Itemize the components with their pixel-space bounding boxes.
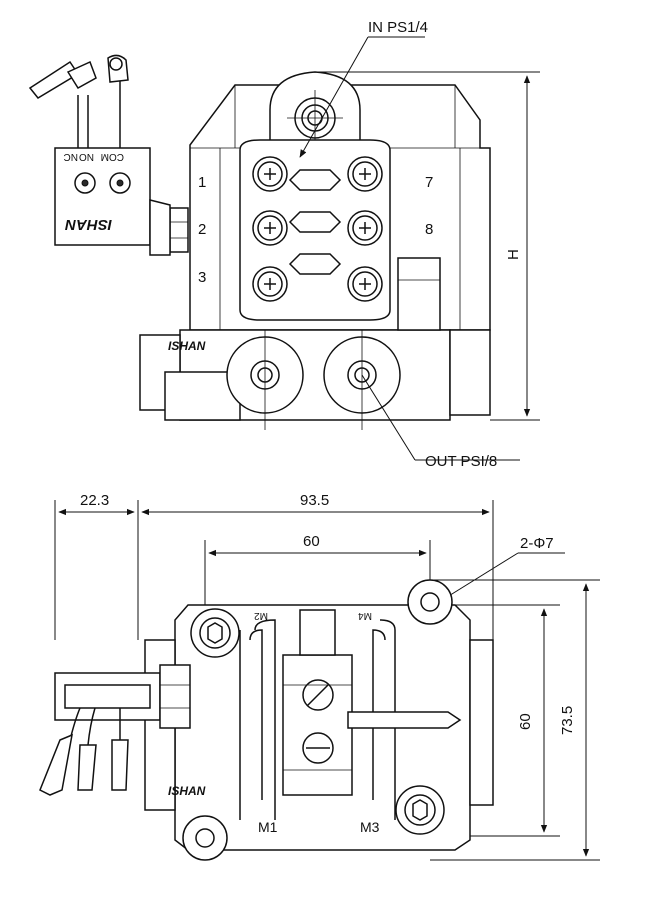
right-tube-stub	[469, 639, 494, 806]
port-label-8: 8	[425, 221, 433, 238]
screw-3	[252, 266, 288, 302]
mount-label-m4: M4	[358, 610, 372, 621]
pressure-switch: NC NO COM ISHAN	[54, 147, 171, 256]
screw-2	[252, 210, 288, 246]
screw-4	[347, 156, 383, 192]
bottom-view: 22.3 93.5 60 2-Φ7 60 73.5	[39, 492, 600, 861]
top-view: 1 2 3 7 8 NC NO COM ISHAN	[28, 19, 540, 470]
dim-left-label: 22.3	[80, 492, 109, 509]
center-block	[282, 654, 353, 796]
port-label-3: 3	[198, 269, 206, 286]
out-port-label: OUT PSI/8	[425, 453, 497, 470]
out-leader	[361, 374, 416, 461]
screw-1	[252, 156, 288, 192]
dim-vertical-inner-label: 60	[517, 713, 534, 730]
height-label: H	[505, 249, 522, 260]
mount-hole-bottom-left	[182, 815, 228, 861]
switch-label-nc: NC	[64, 151, 78, 162]
lower-brand: ISHAN	[168, 339, 206, 353]
mount-label-m3: M3	[360, 819, 380, 835]
port-label-2: 2	[198, 221, 206, 238]
right-cylinder	[397, 257, 441, 331]
right-tube-fitting	[449, 329, 491, 416]
switch-label-no: NO	[79, 151, 94, 162]
base-brand: ISHAN	[168, 784, 206, 798]
port-label-7: 7	[425, 174, 433, 191]
slide-handle	[347, 711, 462, 729]
mount-label-m2: M2	[254, 610, 268, 621]
plug-bottom-right	[395, 785, 445, 835]
switch-label-com: COM	[101, 151, 124, 162]
center-screw-top	[302, 679, 334, 711]
screw-5	[347, 210, 383, 246]
side-fitting	[169, 207, 189, 253]
switch-brand: ISHAN	[64, 216, 112, 233]
center-screw-bottom	[302, 732, 334, 764]
mount-label-m1: M1	[258, 819, 278, 835]
wire-connectors	[28, 54, 129, 148]
mount-hole-top-right	[407, 579, 453, 625]
hole-callout-label: 2-Φ7	[520, 535, 554, 552]
dim-hole-spacing-label: 60	[303, 533, 320, 550]
plug-top-left	[190, 608, 240, 658]
dim-vertical-outer-label: 73.5	[559, 706, 576, 735]
screw-6	[347, 266, 383, 302]
port-label-1: 1	[198, 174, 206, 191]
in-port-label: IN PS1/4	[368, 19, 428, 36]
dim-total-label: 93.5	[300, 492, 329, 509]
side-switch	[39, 664, 191, 796]
left-elbow	[164, 371, 241, 421]
